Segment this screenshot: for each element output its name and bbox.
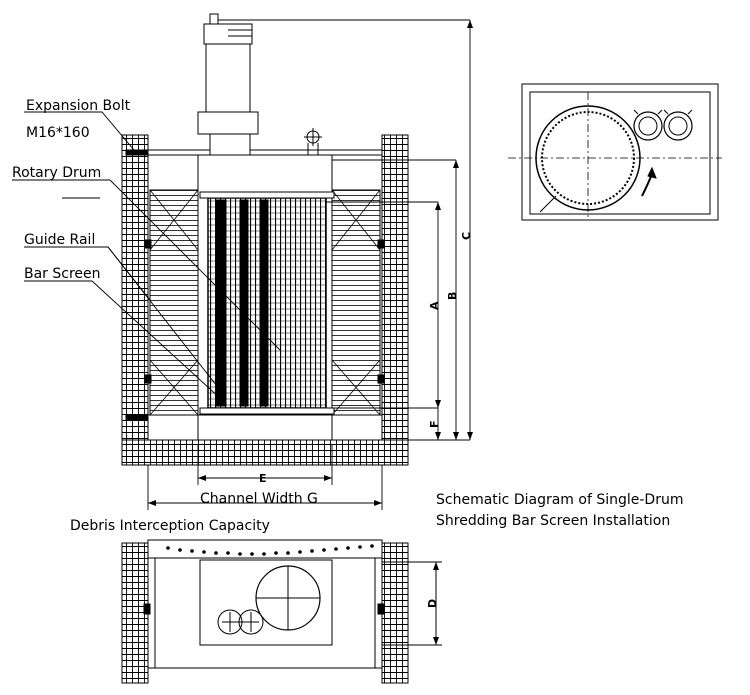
diagram-title-line1: Schematic Diagram of Single-Drum bbox=[436, 492, 683, 508]
dim-d-label: D bbox=[426, 599, 439, 608]
debris-dots bbox=[166, 544, 439, 645]
label-channel-width: Channel Width G bbox=[200, 491, 318, 507]
right-guide-rail bbox=[331, 189, 381, 416]
dim-b-label: B bbox=[446, 292, 459, 300]
diagram-title-line2: Shredding Bar Screen Installation bbox=[436, 513, 670, 529]
right-wall bbox=[381, 134, 409, 466]
drive-motor bbox=[197, 13, 259, 156]
channel-floor bbox=[121, 439, 409, 466]
label-debris-capacity: Debris Interception Capacity bbox=[70, 518, 270, 534]
left-wall bbox=[121, 134, 149, 466]
label-rotary-drum: Rotary Drum bbox=[12, 165, 101, 181]
left-guide-rail bbox=[149, 189, 199, 416]
cutter-left bbox=[633, 111, 663, 141]
label-guide-rail: Guide Rail bbox=[24, 232, 95, 248]
dim-e-label: E bbox=[259, 472, 267, 485]
drum-section bbox=[535, 105, 641, 211]
label-bolt-size: M16*160 bbox=[26, 125, 90, 141]
plan-view bbox=[121, 539, 442, 684]
rotation-arrow bbox=[641, 173, 653, 197]
expansion-bolt-top bbox=[125, 149, 149, 156]
cutter-right bbox=[663, 111, 693, 141]
label-expansion-bolt: Expansion Bolt bbox=[26, 98, 131, 114]
dimension-lines bbox=[147, 19, 471, 510]
expansion-bolt-bottom bbox=[125, 414, 149, 421]
dim-f-label: F bbox=[428, 420, 441, 428]
side-section-view bbox=[508, 83, 722, 221]
dim-a-label: A bbox=[428, 301, 441, 310]
dim-c-label: C bbox=[460, 232, 473, 240]
label-bar-screen: Bar Screen bbox=[24, 266, 101, 282]
leader-lines bbox=[12, 111, 281, 401]
front-view bbox=[121, 13, 409, 466]
